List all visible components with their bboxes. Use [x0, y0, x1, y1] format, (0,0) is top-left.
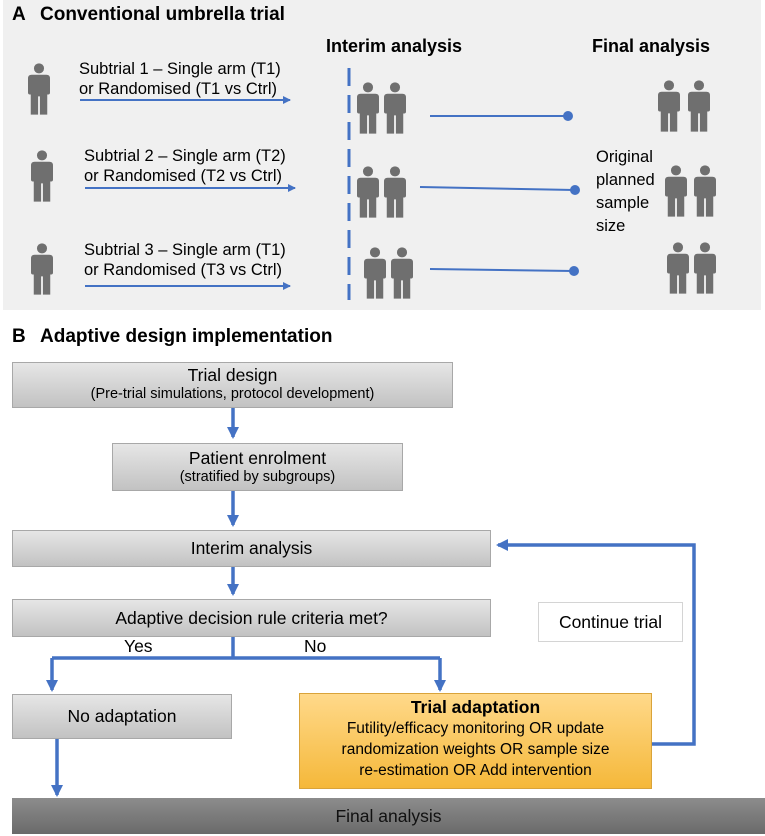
- subtrial-3-line1: Subtrial 3 – Single arm (T1): [84, 241, 286, 259]
- trial-adaptation-line-1: Futility/efficacy monitoring OR update: [346, 720, 605, 737]
- subtrial-3-line2: or Randomised (T3 vs Ctrl): [84, 261, 283, 279]
- interim-analysis-box: Interim analysis: [12, 530, 491, 567]
- trial-adaptation-line-3: re-estimation OR Add intervention: [359, 762, 592, 779]
- subtrial-2-endpoint: [570, 185, 580, 195]
- continue-trial-label: Continue trial: [538, 602, 683, 642]
- subtrial-3-endpoint: [569, 266, 579, 276]
- no-label: No: [304, 636, 327, 656]
- person-icon: [688, 80, 710, 132]
- patient-enrolment-label: Patient enrolment: [188, 448, 327, 468]
- note-line-1: Original: [596, 148, 653, 166]
- subtrial-1-line2: or Randomised (T1 vs Ctrl): [79, 80, 278, 98]
- person-icon: [665, 165, 687, 217]
- subtrial-1-endpoint: [563, 111, 573, 121]
- person-icon: [384, 82, 406, 134]
- subtrial-3-connector: [429, 268, 574, 272]
- panel-b-title: Adaptive design implementation: [40, 326, 333, 347]
- note-line-4: size: [596, 217, 626, 235]
- panel-a-title: Conventional umbrella trial: [40, 4, 285, 25]
- patient-enrolment-sublabel: (stratified by subgroups): [179, 469, 336, 485]
- original-sample-size-note: Original planned sample size: [596, 146, 655, 238]
- person-icon: [694, 165, 716, 217]
- panel-a-letter: A: [12, 4, 26, 25]
- trial-design-box: Trial design (Pre-trial simulations, pro…: [12, 362, 453, 408]
- person-icon: [31, 243, 53, 295]
- trial-design-label: Trial design: [187, 365, 278, 385]
- subtrial-2-line2: or Randomised (T2 vs Ctrl): [84, 167, 283, 185]
- person-icon: [31, 150, 53, 202]
- person-icon: [364, 247, 386, 299]
- interim-analysis-header: Interim analysis: [326, 36, 463, 56]
- note-line-2: planned: [596, 171, 655, 189]
- final-analysis-box: Final analysis: [12, 798, 765, 834]
- panel-a-background: [3, 0, 761, 310]
- person-icon: [658, 80, 680, 132]
- trial-adaptation-title: Trial adaptation: [410, 697, 541, 717]
- note-line-3: sample: [596, 194, 650, 212]
- trial-adaptation-box: Trial adaptation Futility/efficacy monit…: [299, 693, 652, 789]
- panel-b-letter: B: [12, 326, 26, 347]
- trial-adaptation-line-2: randomization weights OR sample size: [341, 741, 610, 758]
- subtrial-2-line1: Subtrial 2 – Single arm (T2): [84, 147, 286, 165]
- person-icon: [357, 82, 379, 134]
- final-analysis-header: Final analysis: [592, 36, 711, 56]
- person-icon: [384, 166, 406, 218]
- decision-rule-box: Adaptive decision rule criteria met?: [12, 599, 491, 637]
- no-adaptation-box: No adaptation: [12, 694, 232, 739]
- trial-design-sublabel: (Pre-trial simulations, protocol develop…: [90, 386, 375, 402]
- person-icon: [694, 242, 716, 294]
- subtrial-1-line1: Subtrial 1 – Single arm (T1): [79, 60, 281, 78]
- adaptation-loop-arrow: [496, 539, 696, 746]
- patient-enrolment-box: Patient enrolment (stratified by subgrou…: [112, 443, 403, 491]
- person-icon: [667, 242, 689, 294]
- person-icon: [357, 166, 379, 218]
- person-icon: [28, 63, 50, 115]
- subtrial-2-connector: [419, 186, 575, 191]
- person-icon: [391, 247, 413, 299]
- yes-label: Yes: [124, 636, 153, 656]
